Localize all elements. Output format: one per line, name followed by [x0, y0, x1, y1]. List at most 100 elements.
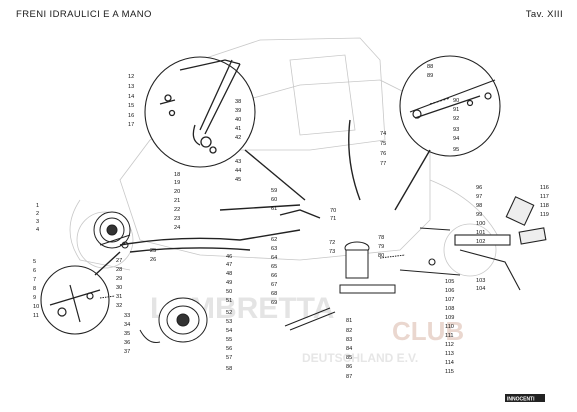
- part-label: 67: [271, 282, 277, 288]
- part-label: 79: [378, 244, 384, 250]
- part-label: 71: [330, 216, 336, 222]
- part-label: 13: [128, 84, 134, 90]
- part-label: 50: [226, 289, 232, 295]
- innocenti-logo: INNOCENTI: [505, 394, 545, 403]
- inset-front-lever: [40, 265, 110, 335]
- part-label: 65: [271, 264, 277, 270]
- part-label: 70: [330, 208, 336, 214]
- part-label: 5: [33, 259, 36, 265]
- part-label: 3: [36, 219, 39, 225]
- part-label: 117: [540, 194, 549, 200]
- part-label: 14: [128, 94, 134, 100]
- part-label: 12: [128, 74, 134, 80]
- part-label: 29: [116, 276, 122, 282]
- part-label: 93: [453, 127, 459, 133]
- part-label: 33: [124, 313, 130, 319]
- part-number-labels: 12 13 14 15 16 17 38 39 40 41 42 43 44 4…: [33, 64, 549, 380]
- inset-leader-lines: [94, 149, 431, 276]
- part-label: 90: [453, 98, 459, 104]
- part-label: 6: [33, 268, 36, 274]
- part-label: 51: [226, 298, 232, 304]
- watermark-line-3: DEUTSCHLAND E.V.: [302, 351, 418, 365]
- part-label: 48: [226, 271, 232, 277]
- part-label: 101: [476, 230, 485, 236]
- rear-brake-drum: [139, 297, 208, 343]
- part-label: 15: [128, 103, 134, 109]
- part-label: 91: [453, 107, 459, 113]
- part-label: 118: [540, 203, 549, 209]
- part-label: 41: [235, 126, 241, 132]
- part-label: 83: [346, 337, 352, 343]
- part-label: 25: [150, 248, 156, 254]
- part-label: 44: [235, 168, 241, 174]
- watermark-line-2: CLUB: [392, 316, 464, 346]
- master-cylinder: [284, 241, 396, 331]
- part-label: 89: [427, 73, 433, 79]
- part-label: 107: [445, 297, 454, 303]
- part-label: 68: [271, 291, 277, 297]
- part-label: 1: [36, 203, 39, 209]
- part-label: 36: [124, 340, 130, 346]
- front-brake-drum: [93, 211, 131, 249]
- part-label: 54: [226, 328, 232, 334]
- part-label: 96: [476, 185, 482, 191]
- part-label: 64: [271, 255, 277, 261]
- part-label: 95: [453, 147, 459, 153]
- part-label: 110: [445, 324, 454, 330]
- part-label: 35: [124, 331, 130, 337]
- part-label: 80: [378, 253, 384, 259]
- part-label: 62: [271, 237, 277, 243]
- brake-pipes: [119, 119, 361, 253]
- part-label: 43: [235, 159, 241, 165]
- part-label: 31: [116, 294, 122, 300]
- part-label: 11: [33, 313, 39, 319]
- part-label: 8: [33, 286, 36, 292]
- part-label: 66: [271, 273, 277, 279]
- part-label: 76: [380, 151, 386, 157]
- part-label: 61: [271, 206, 277, 212]
- part-label: 17: [128, 122, 134, 128]
- part-label: 97: [476, 194, 482, 200]
- inset-rear-brake-rod: [399, 55, 501, 157]
- part-label: 102: [476, 239, 485, 245]
- part-label: 18: [174, 172, 180, 178]
- part-label: 81: [346, 318, 352, 324]
- part-label: 77: [380, 161, 386, 167]
- part-label: 26: [150, 257, 156, 263]
- part-label: 74: [380, 131, 386, 137]
- part-label: 19: [174, 180, 180, 186]
- part-label: 82: [346, 328, 352, 334]
- part-label: 104: [476, 286, 485, 292]
- brake-pedal-assembly: [399, 196, 547, 291]
- part-label: 53: [226, 319, 232, 325]
- part-label: 38: [235, 99, 241, 105]
- part-label: 49: [226, 280, 232, 286]
- part-label: 20: [174, 189, 180, 195]
- part-label: 105: [445, 279, 454, 285]
- part-label: 115: [445, 369, 454, 375]
- part-label: 116: [540, 185, 549, 191]
- part-label: 108: [445, 306, 454, 312]
- part-label: 60: [271, 197, 277, 203]
- part-label: 119: [540, 212, 549, 218]
- part-label: 92: [453, 116, 459, 122]
- part-label: 113: [445, 351, 454, 357]
- part-label: 87: [346, 374, 352, 380]
- part-label: 45: [235, 177, 241, 183]
- part-label: 84: [346, 346, 352, 352]
- part-label: 63: [271, 246, 277, 252]
- part-label: 114: [445, 360, 454, 366]
- part-label: 52: [226, 310, 232, 316]
- cable-springs: [99, 254, 406, 299]
- part-label: 2: [36, 211, 39, 217]
- part-label: 23: [174, 216, 180, 222]
- part-label: 72: [329, 240, 335, 246]
- part-label: 9: [33, 295, 36, 301]
- part-label: 39: [235, 108, 241, 114]
- part-label: 4: [36, 227, 39, 233]
- part-label: 28: [116, 267, 122, 273]
- part-label: 106: [445, 288, 454, 294]
- part-label: 100: [476, 221, 485, 227]
- part-label: 94: [453, 136, 459, 142]
